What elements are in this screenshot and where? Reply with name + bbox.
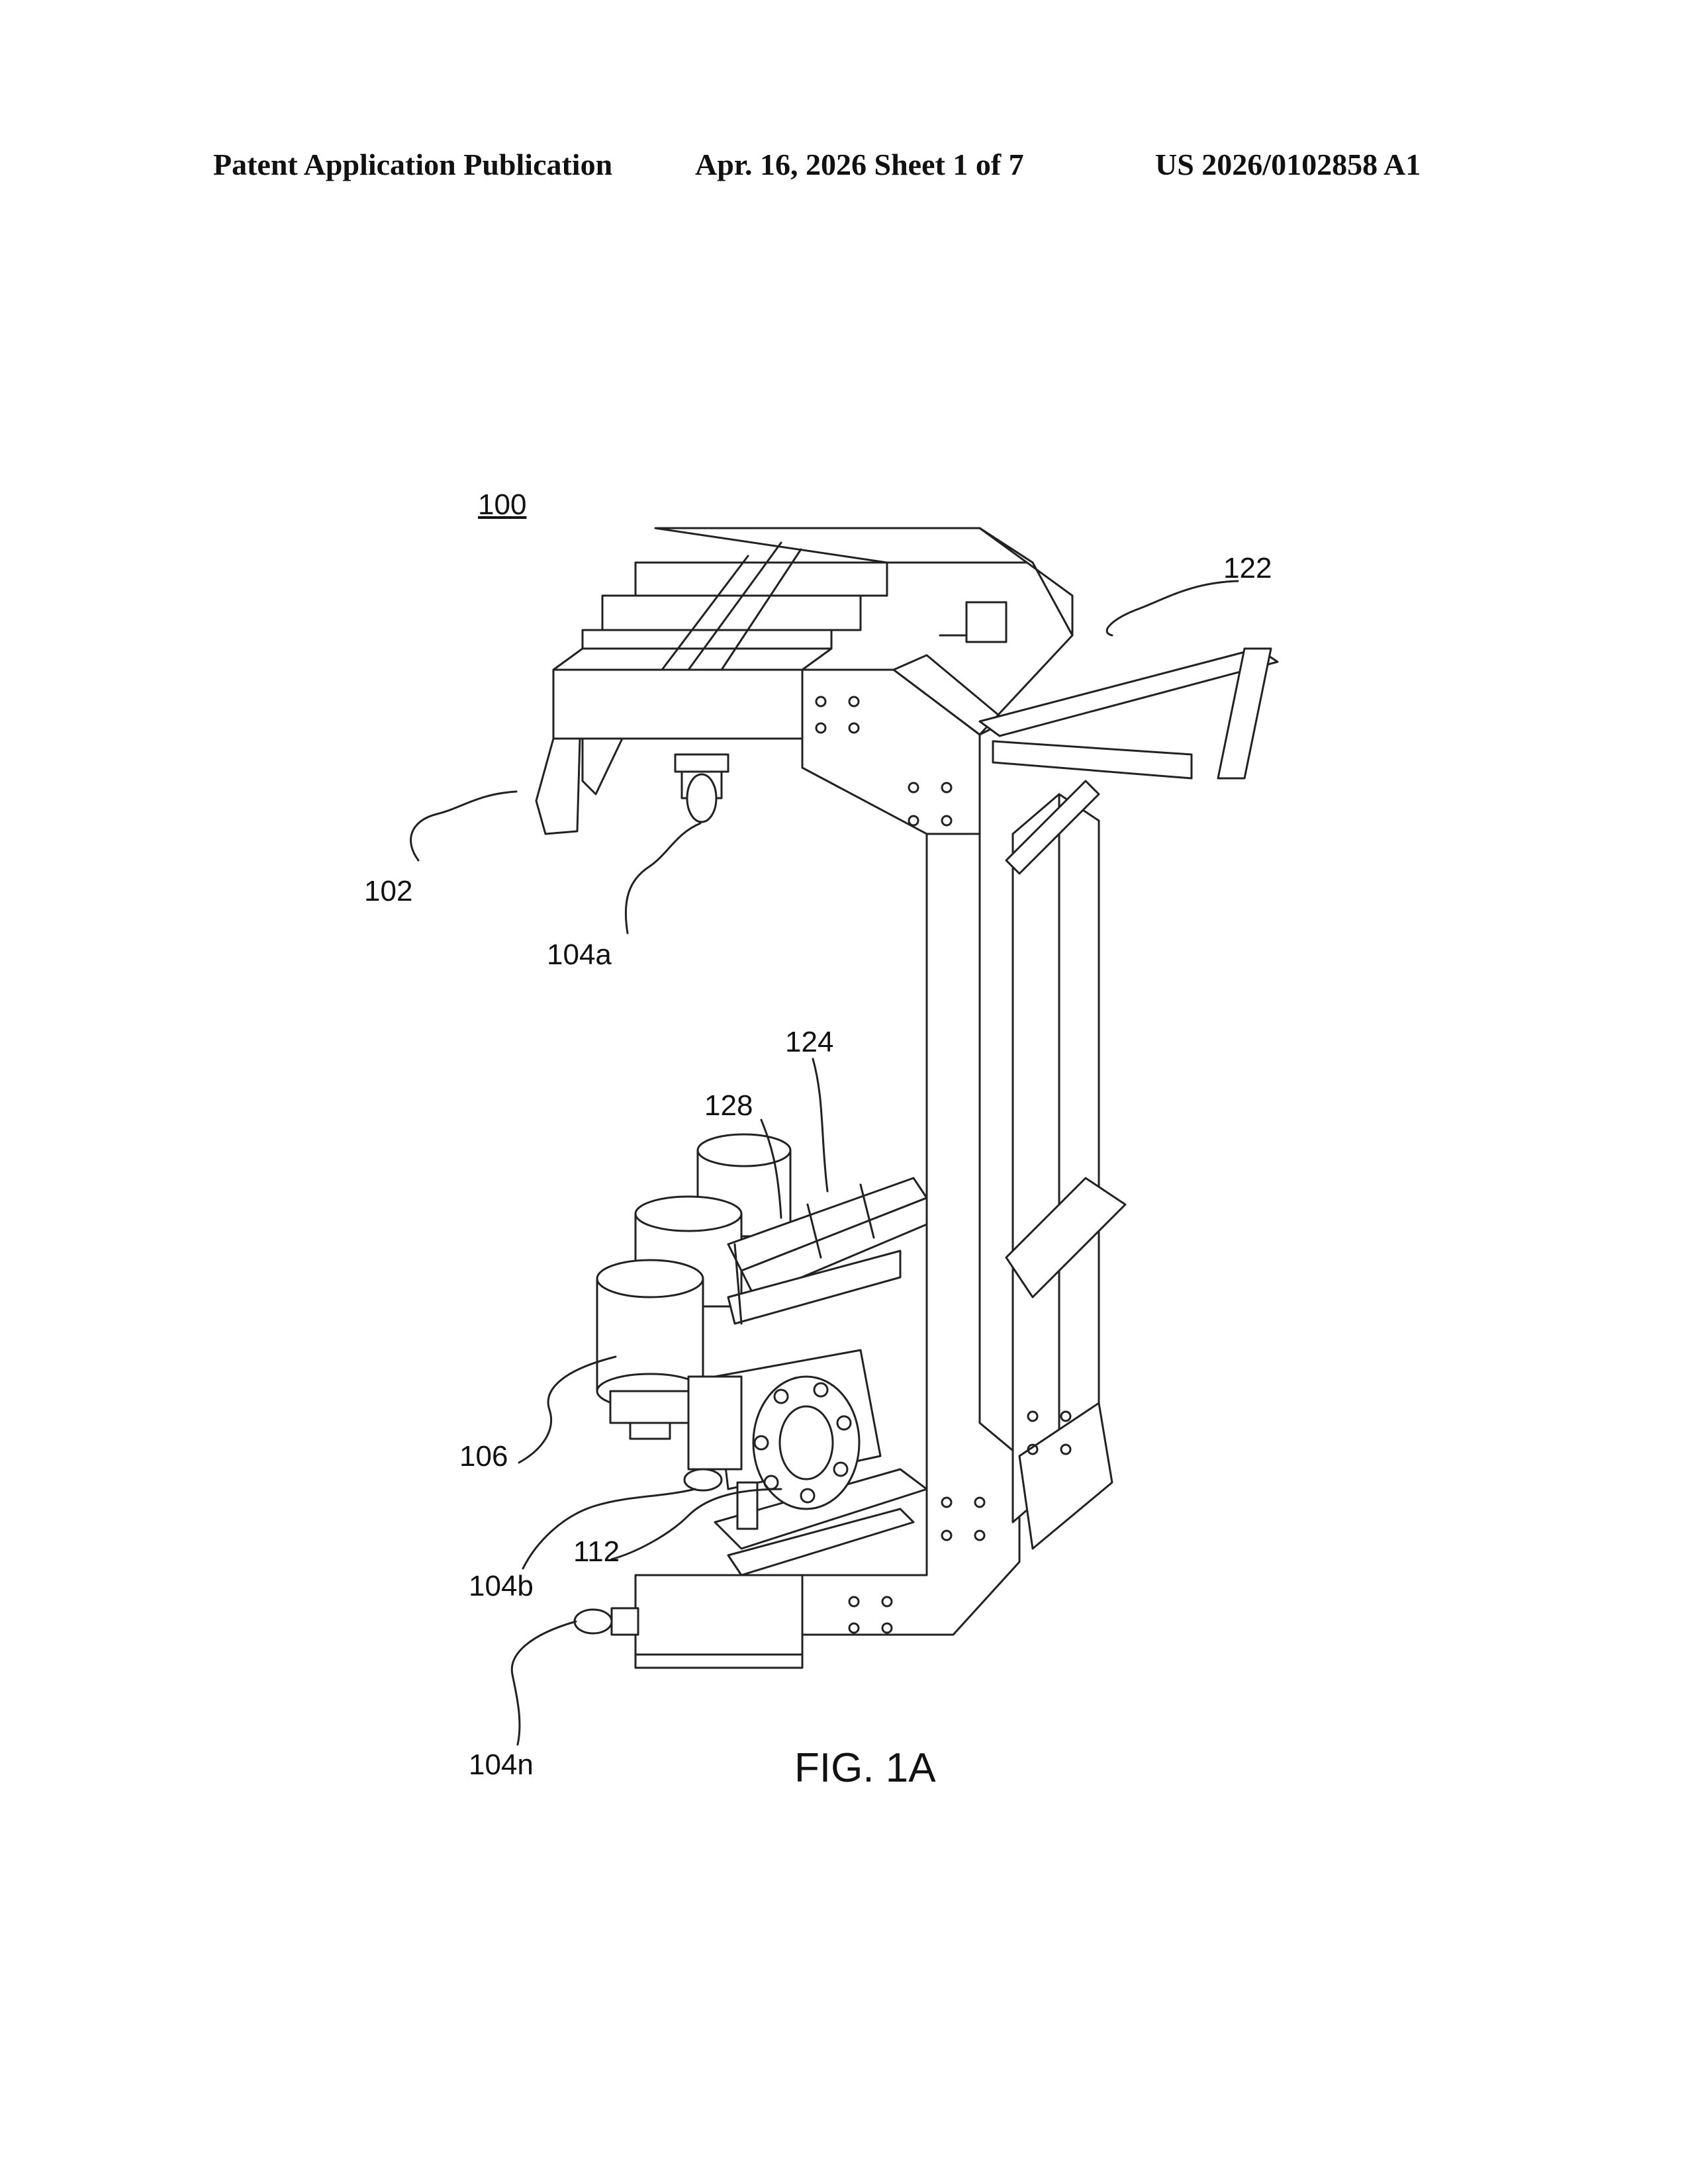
- ref-numeral-104b: 104b: [469, 1570, 534, 1603]
- ref-numeral-104n: 104n: [469, 1749, 534, 1782]
- ref-numeral-124: 124: [785, 1026, 833, 1059]
- ref-numeral-100: 100: [478, 488, 526, 522]
- ref-numeral-102: 102: [364, 875, 412, 908]
- rear-rails: [980, 635, 1125, 1549]
- ref-numeral-128: 128: [704, 1089, 753, 1122]
- ref-numeral-104a: 104a: [547, 938, 612, 972]
- figure-caption: FIG. 1A: [794, 1745, 936, 1792]
- ref-numeral-106: 106: [459, 1440, 508, 1473]
- handle-bar: [940, 602, 1278, 778]
- ref-numeral-122: 122: [1223, 552, 1272, 585]
- ref-numeral-112: 112: [573, 1535, 620, 1569]
